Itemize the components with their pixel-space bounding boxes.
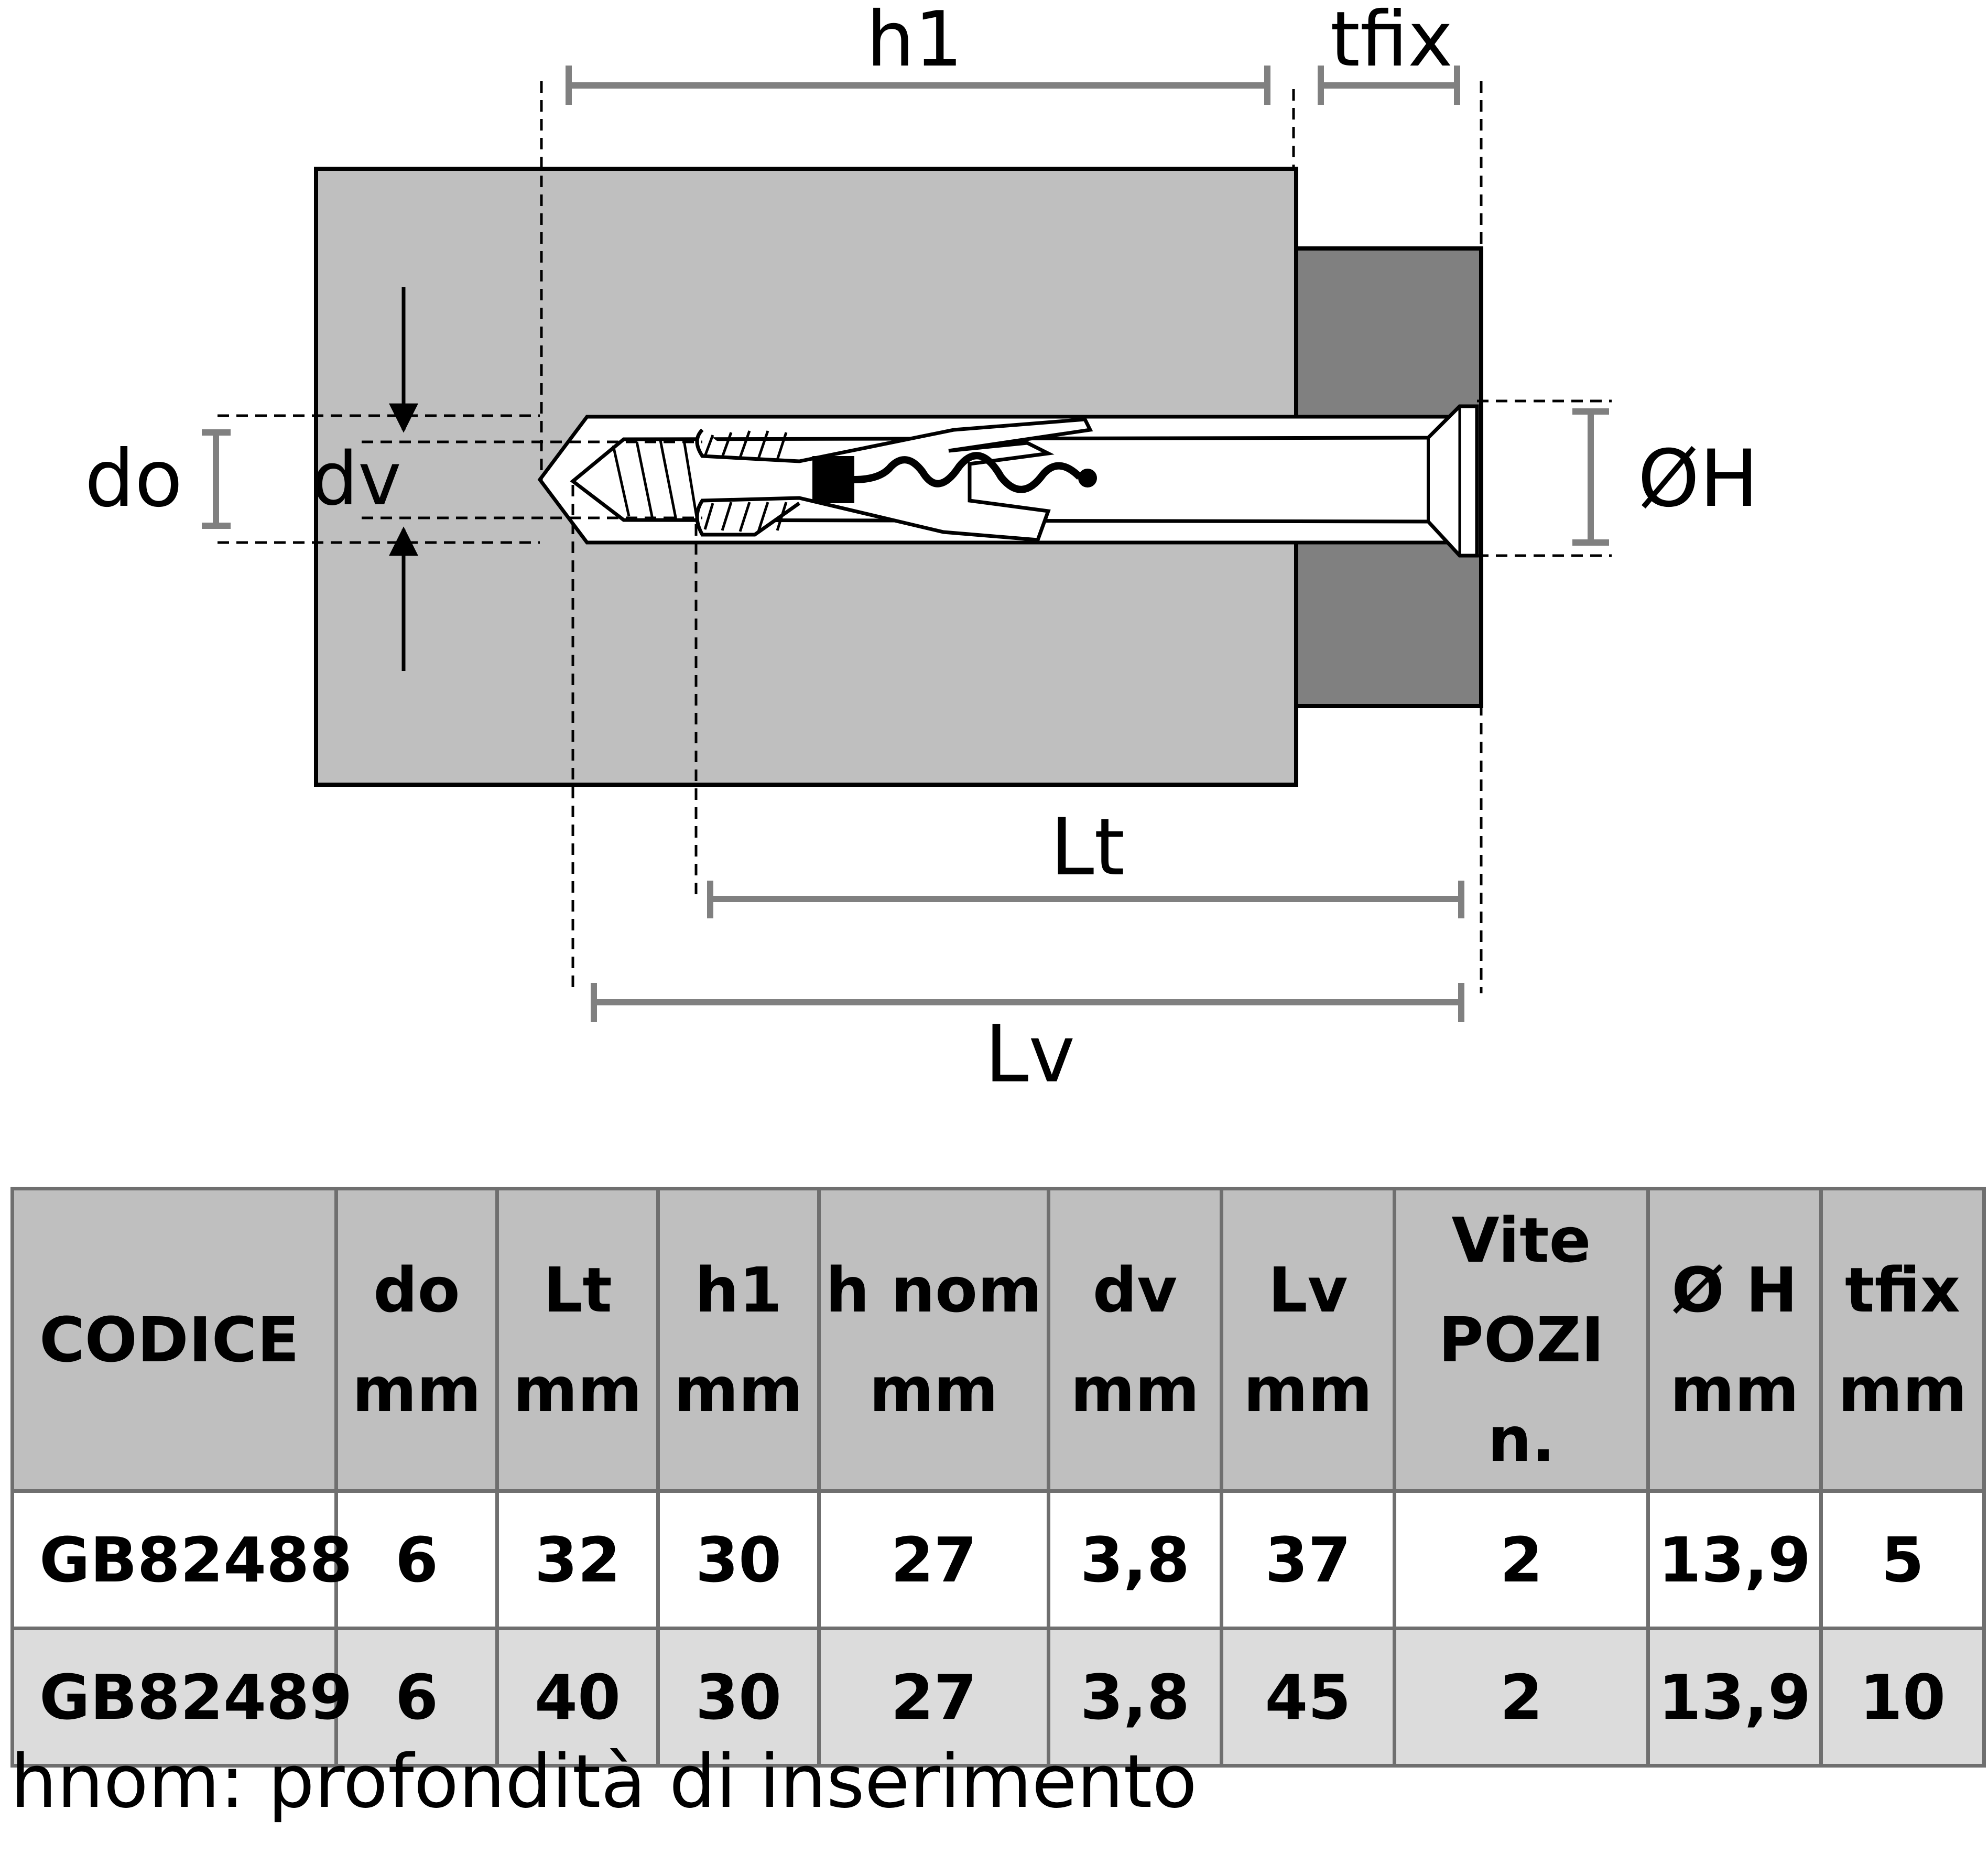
cell-tfix: 10 (1819, 1627, 1986, 1768)
extension-lines (218, 81, 1612, 993)
cell-do: 6 (334, 1489, 499, 1630)
cell-dv: 3,8 (1047, 1489, 1223, 1630)
cell-oh: 13,9 (1646, 1627, 1823, 1768)
cell-h-nom: 27 (817, 1489, 1050, 1630)
cell-oh: 13,9 (1646, 1489, 1823, 1630)
cell-dv: 3,8 (1047, 1627, 1223, 1768)
cell-do: 6 (334, 1627, 499, 1768)
cell-codice: GB82488 (10, 1489, 352, 1630)
dimension-lines (202, 66, 1609, 1022)
cell-lt: 32 (495, 1489, 660, 1630)
cell-h1: 30 (656, 1489, 821, 1630)
table-row: GB82488 6 32 30 27 3,8 37 2 13,9 5 (10, 1489, 1986, 1630)
label-oh: ØH (1638, 433, 1759, 525)
cell-h-nom: 27 (817, 1627, 1050, 1768)
plastic-plug (695, 417, 1097, 542)
cell-tfix: 5 (1819, 1489, 1986, 1630)
label-do: do (85, 433, 183, 525)
cell-lv: 45 (1220, 1627, 1396, 1768)
label-lv: Lv (985, 1009, 1075, 1100)
cell-lt: 40 (495, 1627, 660, 1768)
cell-vite: 2 (1393, 1627, 1650, 1768)
cell-codice: GB82489 (10, 1627, 352, 1768)
cell-h1: 30 (656, 1627, 821, 1768)
table-row: GB82489 6 40 30 27 3,8 45 2 13,9 10 (10, 1627, 1986, 1768)
label-tfix: tfix (1330, 0, 1453, 84)
label-lt: Lt (1050, 802, 1125, 893)
cell-vite: 2 (1393, 1489, 1650, 1630)
anchor-installation-diagram: h1 tfix do dv ØH Lt Lv (85, 0, 1759, 1100)
label-h1: h1 (866, 0, 963, 84)
header-codice: CODICE (10, 1187, 338, 1493)
cell-lv: 37 (1220, 1489, 1396, 1630)
label-dv: dv (311, 437, 401, 522)
footnote: hnom: profondità di inserimento (10, 1739, 1197, 1825)
